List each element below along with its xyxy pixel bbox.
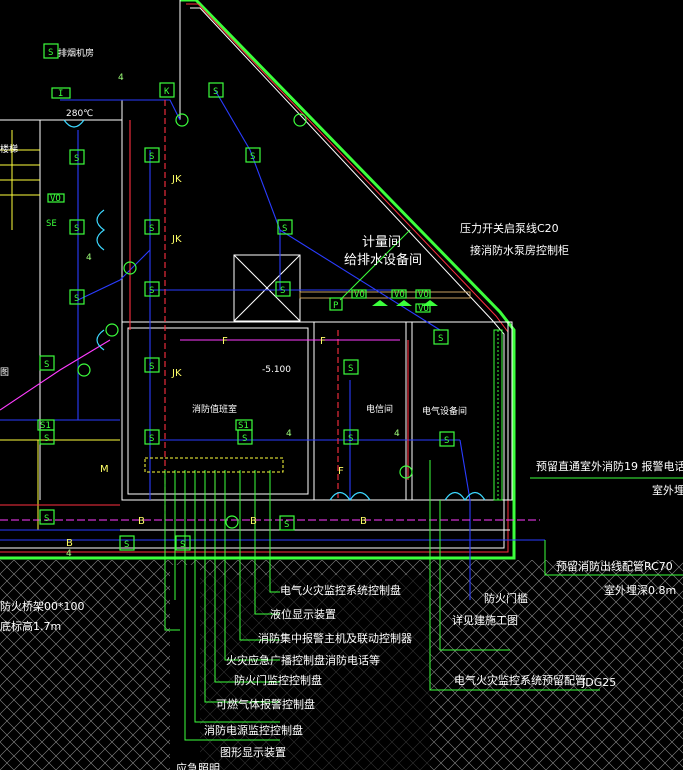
svg-text:S: S <box>280 286 285 296</box>
note-reserve-alarm: 预留直通室外消防19 报警电话配 <box>536 459 683 473</box>
tag-b: B <box>66 538 73 549</box>
svg-text:S: S <box>180 540 185 550</box>
note-outdoor-bury-1: 室外埋 <box>652 483 683 497</box>
svg-text:VO: VO <box>394 290 405 300</box>
note-see-drawing: 详见建施工图 <box>452 613 518 627</box>
svg-text:I: I <box>58 89 63 99</box>
note-temp: 280℃ <box>66 109 93 119</box>
note-jdg25: JDG25 <box>581 676 616 689</box>
svg-text:S: S <box>149 286 154 296</box>
svg-text:S: S <box>149 362 154 372</box>
svg-text:S: S <box>149 434 154 444</box>
legend-item: 消防集中报警主机及联动控制器 <box>258 631 412 645</box>
tag-b: B <box>360 516 367 527</box>
note-outdoor-bury-2: 室外埋深0.8m <box>604 583 676 597</box>
svg-text:S: S <box>124 540 129 550</box>
svg-text:S: S <box>444 436 449 446</box>
svg-text:S: S <box>48 48 53 58</box>
note-alarm-pipe: 电气火灾监控系统预留配管 <box>454 673 586 687</box>
tag-four: 4 <box>66 549 72 559</box>
legend-item: 消防电源监控控制盘 <box>204 723 303 737</box>
note-pump-panel: 接消防水泵房控制柜 <box>470 243 569 257</box>
svg-text:S: S <box>74 294 79 304</box>
legend-item: 液位显示装置 <box>270 607 336 621</box>
legend-feeders <box>164 229 683 741</box>
legend-item: 图形显示装置 <box>220 746 286 759</box>
svg-text:S: S <box>44 434 49 444</box>
room-meter: 计量间 <box>362 235 401 250</box>
svg-text:S: S <box>74 154 79 164</box>
svg-text:S: S <box>284 520 289 530</box>
tag-f: F <box>222 336 228 347</box>
note-reserve-rc70: 预留消防出线配管RC70 <box>556 559 673 573</box>
tag-m: M <box>100 464 109 475</box>
svg-text:S: S <box>44 514 49 524</box>
svg-text:S: S <box>149 152 154 162</box>
terminal-strip <box>144 457 284 473</box>
legend-item: 防火门监控控制盘 <box>234 673 322 687</box>
svg-text:S: S <box>74 224 79 234</box>
module-symbols: S S S S S S S S S S S S S S S S S S S S … <box>37 43 455 551</box>
svg-text:VO: VO <box>418 304 429 314</box>
svg-text:S: S <box>250 152 255 162</box>
note-pressure-switch: 压力开关启泵线C20 <box>460 221 559 235</box>
doors <box>63 119 486 502</box>
tag-jk: JK <box>171 174 182 185</box>
svg-text:VO: VO <box>50 194 61 204</box>
svg-text:S: S <box>149 224 154 234</box>
room-stair: 楼梯 <box>0 143 18 155</box>
svg-text:S: S <box>348 364 353 374</box>
room-smoke-fan: 排烟机房 <box>58 47 94 59</box>
room-electrical: 电气设备间 <box>422 405 467 417</box>
tag-four: 4 <box>286 429 292 439</box>
tag-b: B <box>138 516 145 527</box>
svg-text:S: S <box>213 87 218 97</box>
svg-text:VO: VO <box>354 290 365 300</box>
legend-item: 电气火灾监控系统控制盘 <box>280 583 401 597</box>
tag-four: 4 <box>118 73 124 83</box>
tag-jk: JK <box>171 234 182 245</box>
svg-text:VO: VO <box>418 290 429 300</box>
svg-text:P: P <box>333 301 339 311</box>
legend-item: 可燃气体报警控制盘 <box>216 697 315 711</box>
note-tray-left: 防火桥架00*100 <box>0 599 85 613</box>
tag-jk: JK <box>171 368 182 379</box>
note-fire-shutter: 防火门槛 <box>484 591 528 605</box>
tag-four: 4 <box>86 253 92 263</box>
outer-wall <box>0 0 516 560</box>
svg-text:S: S <box>348 434 353 444</box>
stair <box>0 130 120 530</box>
room-fire-control: 消防值班室 <box>192 403 237 415</box>
tag-four: 4 <box>394 429 400 439</box>
svg-text:S: S <box>438 334 443 344</box>
room-drawing: 图 <box>0 367 9 378</box>
legend-backing <box>200 575 430 770</box>
tag-f: F <box>338 466 344 477</box>
equipment-column <box>493 329 503 501</box>
svg-text:K: K <box>164 87 170 97</box>
svg-text:SE: SE <box>46 219 57 229</box>
svg-text:S: S <box>282 224 287 234</box>
legend-item: 应急照明 <box>176 761 220 770</box>
blue-wiring <box>0 89 545 600</box>
tag-b: B <box>250 516 257 527</box>
room-telecom: 电信间 <box>366 403 393 415</box>
room-water: 给排水设备间 <box>344 252 422 268</box>
svg-text:S1: S1 <box>40 421 51 431</box>
tag-f: F <box>320 336 326 347</box>
legend-item: 火灾应急广播控制盘消防电话等 <box>226 653 380 667</box>
svg-text:S: S <box>242 434 247 444</box>
note-tray-left-2: 底标高1.7m <box>0 619 61 633</box>
svg-text:S: S <box>44 360 49 370</box>
note-elevation: -5.100 <box>262 365 291 375</box>
svg-text:S1: S1 <box>238 421 249 431</box>
